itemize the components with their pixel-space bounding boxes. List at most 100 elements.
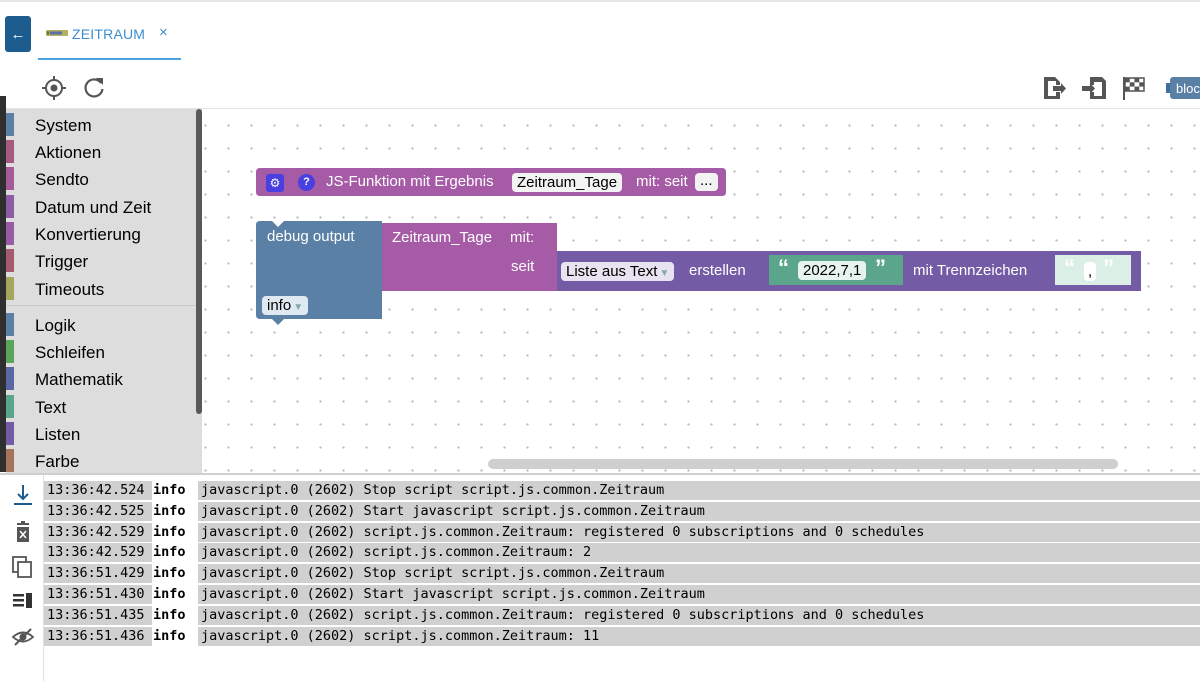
log-level: info <box>152 585 198 604</box>
debug-level-dropdown[interactable]: info▼ <box>262 296 309 315</box>
log-level: info <box>152 564 198 584</box>
category-color-swatch <box>6 313 14 336</box>
category-label: Logik <box>35 316 76 335</box>
wrap-lines-icon[interactable] <box>11 589 35 613</box>
toolbox-category-konvertierung[interactable]: Konvertierung <box>6 220 196 246</box>
function-call-fill <box>382 223 557 291</box>
tab-bar: ← ZEITRAUM × <box>0 0 1200 66</box>
category-color-swatch <box>6 340 14 363</box>
toolbox-category-mathematik[interactable]: Mathematik <box>6 365 196 391</box>
log-time: 13:36:51.429 <box>47 565 145 582</box>
log-level: info <box>152 605 198 625</box>
text-value-block[interactable]: “ 2022,7,1 ” <box>769 255 903 285</box>
toolbox-category-system[interactable]: System <box>6 111 196 137</box>
blocks-label: bloc <box>1176 81 1200 96</box>
function-prefix-label: JS-Funktion mit Ergebnis <box>326 173 494 190</box>
toolbox-category-farbe[interactable]: Farbe <box>6 447 196 473</box>
function-definition-block[interactable]: ⚙ ? JS-Funktion mit Ergebnis Zeitraum_Ta… <box>256 168 726 196</box>
category-color-swatch <box>6 140 14 163</box>
category-label: Text <box>35 398 67 417</box>
category-color-swatch <box>6 367 14 390</box>
function-name-field[interactable]: Zeitraum_Tage <box>512 173 623 192</box>
function-params-label: mit: seit <box>636 173 688 190</box>
tab-close-icon[interactable]: × <box>159 24 168 41</box>
toolbox-scrollbar[interactable] <box>196 109 202 414</box>
log-time: 13:36:51.436 <box>47 627 145 644</box>
tab-zeitraum[interactable]: ZEITRAUM × <box>38 14 181 60</box>
category-label: Listen <box>35 425 81 444</box>
open-quote-icon: “ <box>1064 255 1075 280</box>
toolbox-category-trigger[interactable]: Trigger <box>6 247 196 273</box>
import-icon[interactable] <box>1081 75 1107 101</box>
category-label: Timeouts <box>35 280 105 299</box>
category-label: Datum und Zeit <box>35 198 152 217</box>
function-more-button[interactable]: ... <box>695 173 718 191</box>
toolbox-category-sendto[interactable]: Sendto <box>6 165 196 191</box>
blockly-workspace[interactable]: ⚙ ? JS-Funktion mit Ergebnis Zeitraum_Ta… <box>202 109 1200 473</box>
list-mode-dropdown[interactable]: Liste aus Text▼ <box>561 262 675 281</box>
gear-icon[interactable]: ⚙ <box>266 174 284 192</box>
toolbox-category-aktionen[interactable]: Aktionen <box>6 138 196 164</box>
function-call-seit: seit <box>511 258 535 275</box>
delimiter-value-field[interactable]: , <box>1084 262 1097 281</box>
log-message: javascript.0 (2602) Stop script script.j… <box>201 482 665 498</box>
close-quote-icon: ” <box>1103 255 1114 280</box>
back-button[interactable]: ← <box>5 16 31 52</box>
toolbox-category-schleifen[interactable]: Schleifen <box>6 338 196 364</box>
trash-icon[interactable] <box>11 520 35 544</box>
left-edge-stripe <box>0 66 6 472</box>
category-color-swatch <box>6 113 14 136</box>
list-from-text-block[interactable]: Liste aus Text▼ erstellen mit Trennzeich… <box>557 251 1141 291</box>
scroll-to-bottom-icon[interactable] <box>11 483 35 507</box>
export-icon[interactable] <box>1041 75 1067 101</box>
log-level: info <box>152 522 198 542</box>
toolbox-category-listen[interactable]: Listen <box>6 420 196 446</box>
chevron-down-icon: ▼ <box>293 302 304 313</box>
blockly-mode-icon[interactable]: bloc <box>1166 77 1200 99</box>
function-call-name: Zeitraum_Tage <box>392 229 493 246</box>
refresh-icon[interactable] <box>81 75 107 101</box>
log-message: javascript.0 (2602) Start javascript scr… <box>201 586 705 602</box>
locate-icon[interactable] <box>41 75 67 101</box>
category-label: System <box>35 116 92 135</box>
close-quote-icon: ” <box>875 255 886 280</box>
toolbox-category-timeouts[interactable]: Timeouts <box>6 275 196 301</box>
log-message: javascript.0 (2602) Stop script script.j… <box>201 565 665 582</box>
eye-off-icon[interactable] <box>11 625 35 649</box>
toolbox-category-logik[interactable]: Logik <box>6 311 196 337</box>
checkered-flag-icon[interactable] <box>1121 75 1147 101</box>
category-color-swatch <box>6 449 14 472</box>
log-time: 13:36:42.529 <box>47 544 145 561</box>
toolbox-category-text[interactable]: Text <box>6 393 196 419</box>
copy-icon[interactable] <box>11 555 35 579</box>
log-message: javascript.0 (2602) script.js.common.Zei… <box>201 544 592 561</box>
category-color-swatch <box>6 249 14 272</box>
function-call-shape <box>382 223 557 291</box>
blockly-script-icon <box>46 30 68 36</box>
debug-output-block[interactable]: debug output info▼ <box>256 221 382 325</box>
category-label: Sendto <box>35 170 89 189</box>
category-label: Aktionen <box>35 143 102 162</box>
delimiter-text-block[interactable]: “ , ” <box>1055 255 1131 285</box>
category-label: Farbe <box>35 452 80 471</box>
log-time: 13:36:42.524 <box>47 482 145 498</box>
category-color-swatch <box>6 422 14 445</box>
delimiter-label: mit Trennzeichen <box>913 262 1028 279</box>
arrow-left-icon: ← <box>10 25 26 43</box>
toolbox-category-datum-und-zeit[interactable]: Datum und Zeit <box>6 193 196 219</box>
log-time: 13:36:42.525 <box>47 502 145 519</box>
category-label: Schleifen <box>35 343 105 362</box>
help-icon[interactable]: ? <box>298 174 315 191</box>
function-call-block[interactable]: Zeitraum_Tage mit: seit <box>382 223 557 291</box>
log-level: info <box>152 626 198 646</box>
workspace-horizontal-scrollbar[interactable] <box>488 459 1118 469</box>
text-value-field[interactable]: 2022,7,1 <box>798 261 867 280</box>
